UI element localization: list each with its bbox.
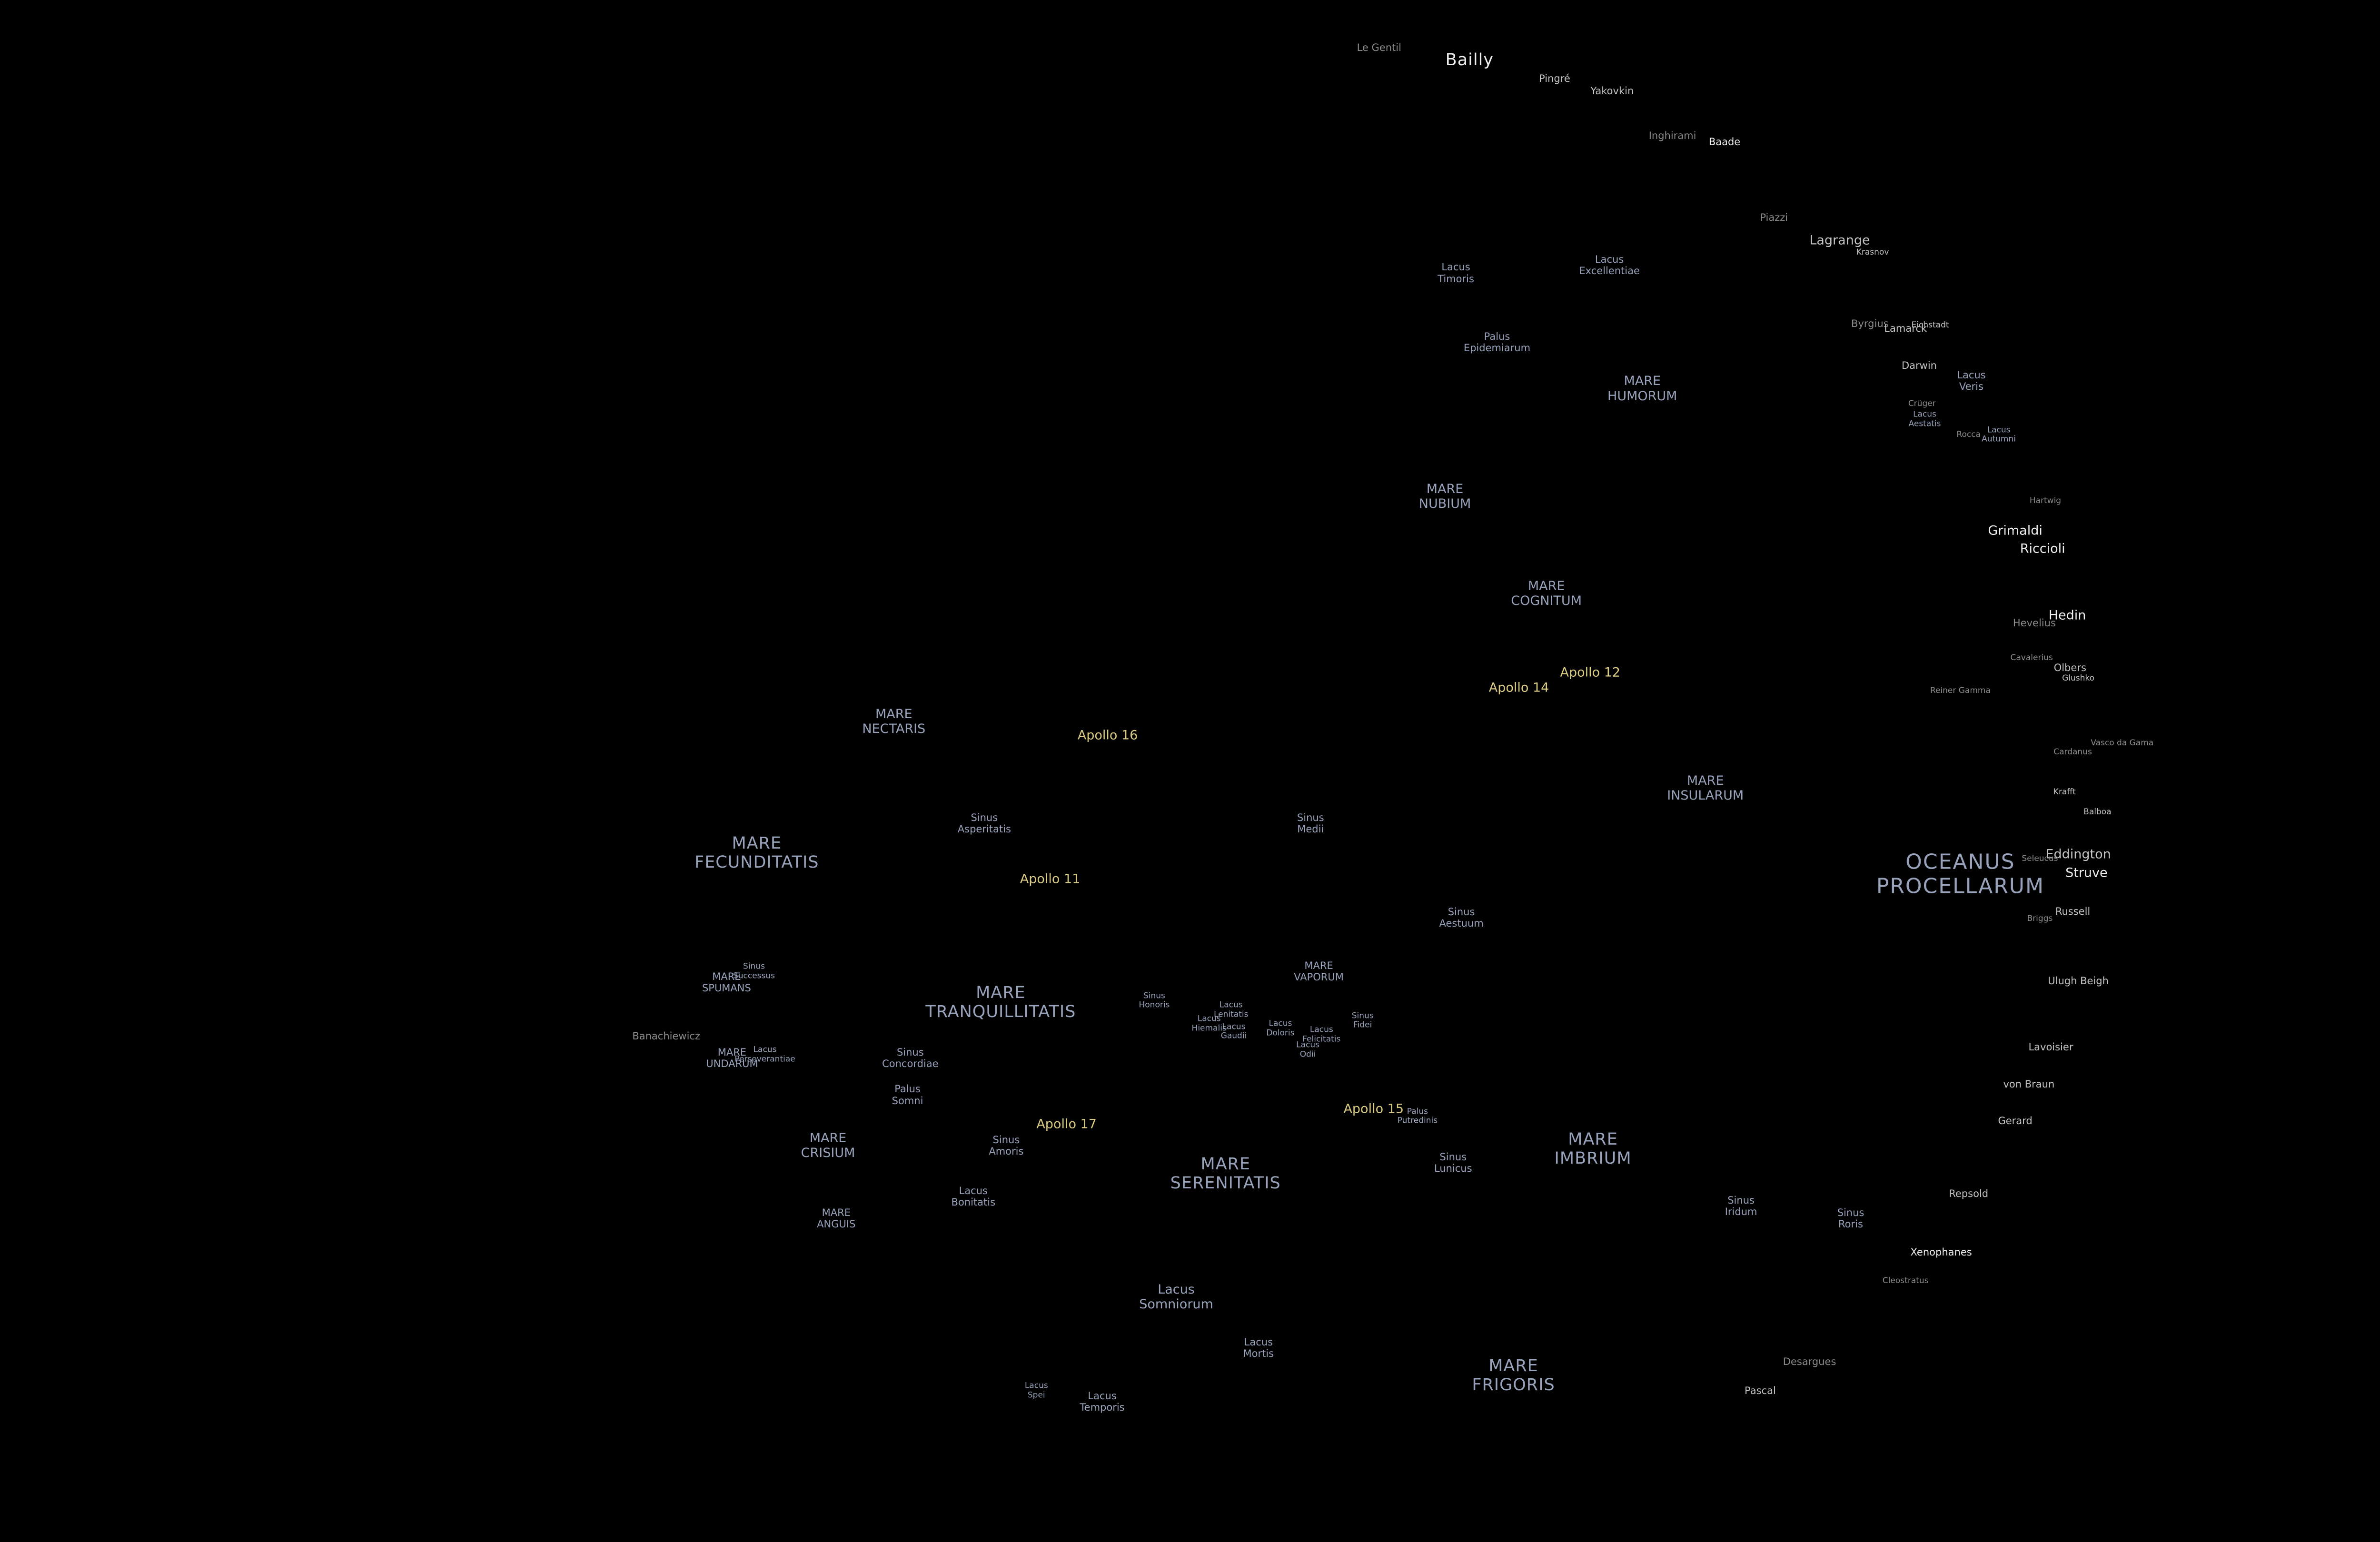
- map-label-grimaldi[interactable]: Grimaldi: [1988, 523, 2043, 538]
- map-label-rocca[interactable]: Rocca: [1956, 429, 1981, 439]
- map-label-inghirami[interactable]: Inghirami: [1648, 130, 1696, 142]
- map-label-riccioli[interactable]: Riccioli: [2020, 541, 2065, 556]
- map-label-cavalerius[interactable]: Cavalerius: [2010, 653, 2053, 663]
- map-label-darwin[interactable]: Darwin: [1902, 359, 1937, 371]
- map-label-lagrange[interactable]: Lagrange: [1809, 233, 1870, 248]
- map-label-hartwig[interactable]: Hartwig: [2029, 496, 2062, 506]
- map-label-banachiewicz[interactable]: Banachiewicz: [632, 1030, 700, 1042]
- map-label-balboa[interactable]: Balboa: [2083, 807, 2112, 817]
- map-label-hedin[interactable]: Hedin: [2048, 608, 2086, 623]
- map-label-apollo-17[interactable]: Apollo 17: [1036, 1117, 1097, 1132]
- map-label-apollo-14[interactable]: Apollo 14: [1488, 680, 1549, 695]
- map-label-glushko[interactable]: Glushko: [2062, 673, 2095, 683]
- map-label-vasco-da-gama[interactable]: Vasco da Gama: [2091, 738, 2154, 748]
- map-label-struve[interactable]: Struve: [2065, 865, 2108, 880]
- map-label-ulugh-beigh[interactable]: Ulugh Beigh: [2048, 975, 2109, 987]
- map-label-krafft[interactable]: Krafft: [2053, 787, 2076, 797]
- map-label-hevelius[interactable]: Hevelius: [2013, 617, 2056, 629]
- map-label-apollo-12[interactable]: Apollo 12: [1560, 665, 1621, 680]
- map-label-bailly[interactable]: Bailly: [1445, 50, 1494, 70]
- map-label-pingre[interactable]: Pingré: [1539, 73, 1570, 85]
- map-label-piazzi[interactable]: Piazzi: [1760, 211, 1788, 223]
- map-label-yakovkin[interactable]: Yakovkin: [1590, 85, 1634, 97]
- map-label-lavoisier[interactable]: Lavoisier: [2028, 1041, 2073, 1053]
- map-label-russell[interactable]: Russell: [2055, 905, 2091, 917]
- map-label-krasnov[interactable]: Krasnov: [1856, 247, 1889, 257]
- map-label-baade[interactable]: Baade: [1708, 136, 1741, 148]
- map-label-apollo-16[interactable]: Apollo 16: [1077, 728, 1138, 743]
- map-label-eichstadt[interactable]: Eichstadt: [1911, 320, 1949, 330]
- map-label-reiner-gamma[interactable]: Reiner Gamma: [1930, 685, 1991, 695]
- map-label-gerard[interactable]: Gerard: [1998, 1115, 2033, 1127]
- map-label-cardanus[interactable]: Cardanus: [2053, 747, 2092, 757]
- map-label-lamarck[interactable]: Lamarck: [1884, 323, 1927, 335]
- map-label-xenophanes[interactable]: Xenophanes: [1910, 1246, 1972, 1258]
- map-label-repsold[interactable]: Repsold: [1949, 1187, 1989, 1199]
- map-label-le-gentil[interactable]: Le Gentil: [1357, 42, 1401, 54]
- map-label-olbers[interactable]: Olbers: [2053, 662, 2086, 673]
- map-label-byrgius[interactable]: Byrgius: [1851, 318, 1889, 330]
- map-label-cleostratus[interactable]: Cleostratus: [1882, 1276, 1929, 1286]
- map-label-briggs[interactable]: Briggs: [2027, 914, 2053, 924]
- map-label-cruger[interactable]: Crüger: [1908, 399, 1936, 409]
- map-label-apollo-15[interactable]: Apollo 15: [1343, 1101, 1404, 1117]
- map-label-seleucus[interactable]: Seleucus: [2022, 853, 2058, 863]
- map-label-von-braun[interactable]: von Braun: [2003, 1078, 2055, 1090]
- map-label-apollo-11[interactable]: Apollo 11: [1020, 871, 1081, 887]
- map-label-desargues[interactable]: Desargues: [1783, 1355, 1836, 1367]
- map-label-pascal[interactable]: Pascal: [1745, 1385, 1776, 1397]
- map-label-eddington[interactable]: Eddington: [2045, 847, 2111, 862]
